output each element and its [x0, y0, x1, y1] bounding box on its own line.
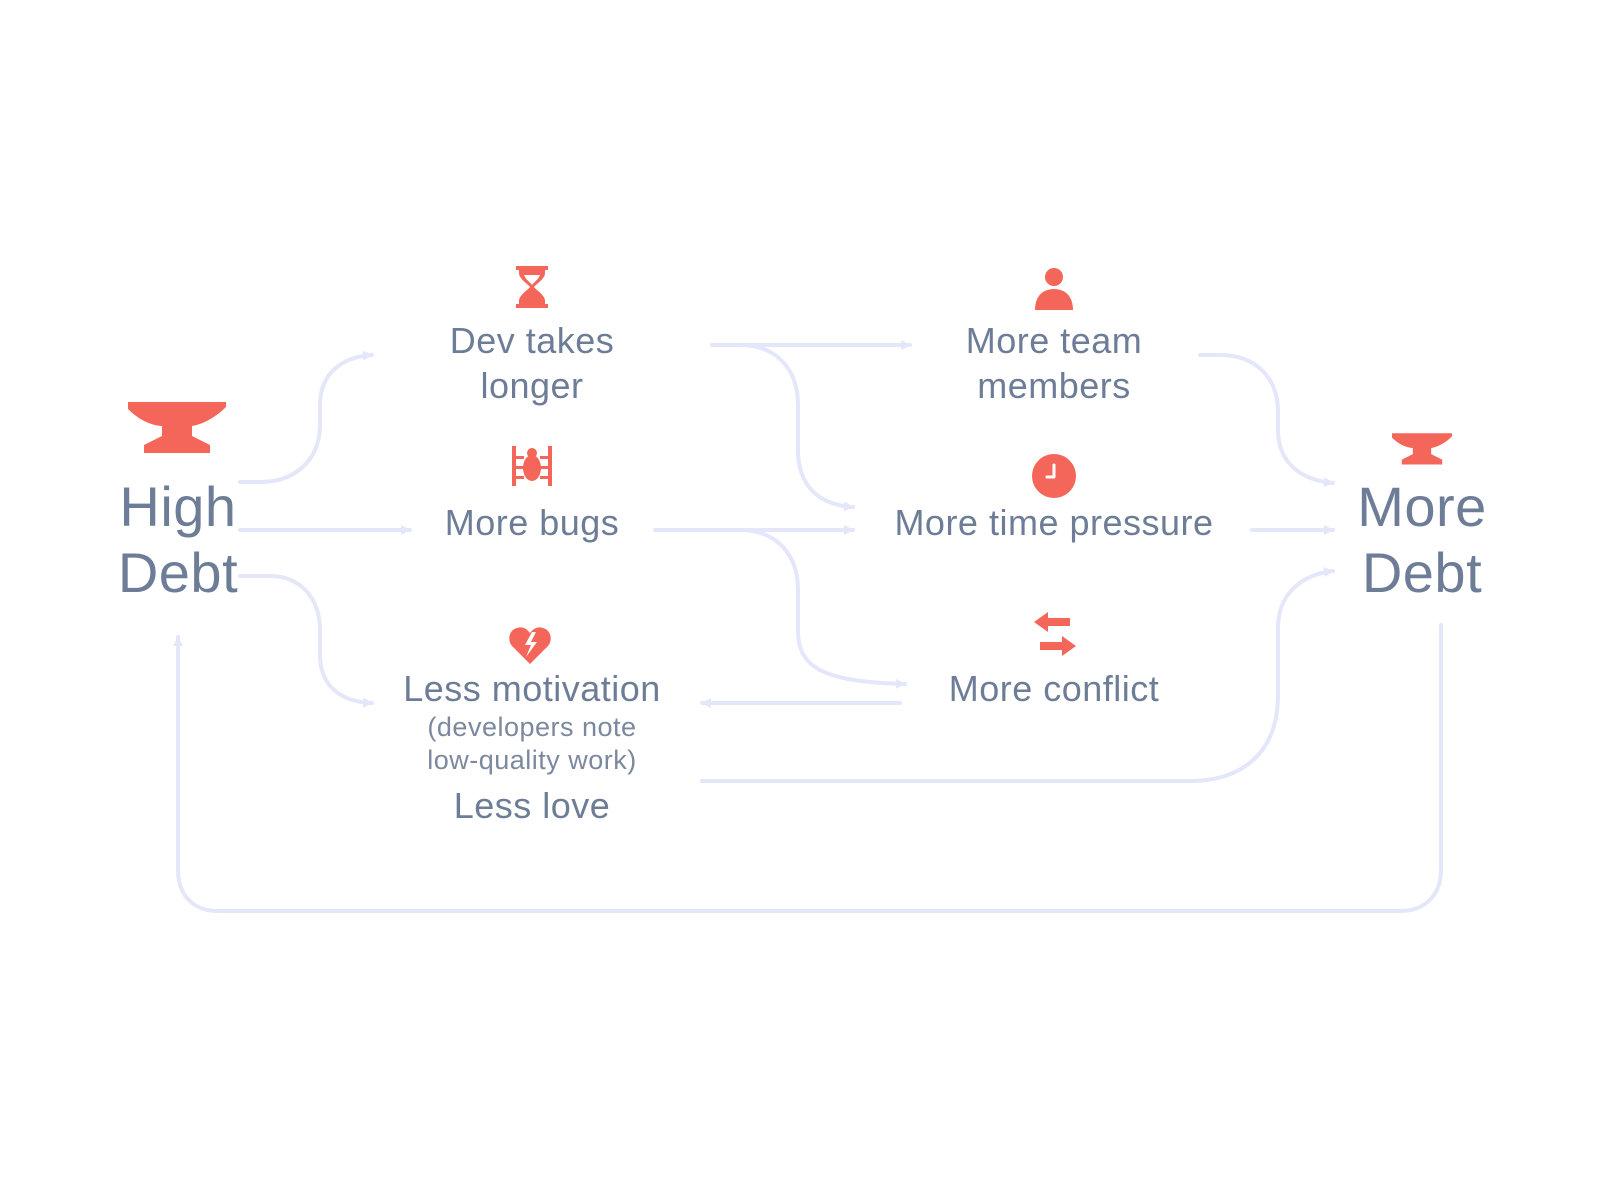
hourglass-icon — [516, 266, 548, 308]
more-debt-line2: Debt — [1361, 541, 1483, 604]
more-team-members-line1: More team — [965, 320, 1143, 361]
edge-more-bugs-to-more-conflict — [653, 528, 907, 689]
edge-high-debt-to-dev-takes-longer — [238, 350, 374, 484]
edge-less-motivation-to-more-debt — [700, 567, 1335, 783]
node-more-time-pressure: More time pressure — [864, 500, 1244, 545]
broken-heart-icon — [509, 627, 551, 664]
dev-takes-longer-line1: Dev takes — [449, 320, 615, 361]
dev-takes-longer-line2: longer — [480, 365, 584, 406]
high-debt-line2: Debt — [117, 541, 239, 604]
more-time-pressure-label: More time pressure — [894, 502, 1214, 543]
node-dev-takes-longer: Dev takes longer — [382, 318, 682, 408]
less-motivation-note-line1: (developers note — [427, 712, 637, 742]
less-love-label: Less love — [453, 785, 611, 826]
person-icon — [1035, 268, 1073, 310]
node-more-conflict: More conflict — [894, 666, 1214, 711]
more-debt-line1: More — [1357, 475, 1487, 538]
node-more-bugs: More bugs — [382, 500, 682, 545]
more-team-members-line2: members — [977, 365, 1131, 406]
edge-more-team-members-to-more-debt — [1198, 353, 1335, 488]
high-debt-line1: High — [119, 475, 237, 538]
node-more-team-members: More team members — [894, 318, 1214, 408]
edge-more-debt-to-high-debt — [173, 623, 1443, 913]
edge-dev-takes-longer-to-more-time-pressure — [710, 343, 855, 512]
more-conflict-label: More conflict — [948, 668, 1160, 709]
less-motivation-note-line2: low-quality work) — [427, 745, 637, 775]
bug-icon — [512, 446, 552, 486]
node-more-debt: More Debt — [1322, 474, 1522, 606]
less-motivation-label: Less motivation — [403, 668, 661, 709]
anvil-icon — [1392, 433, 1452, 465]
node-high-debt: High Debt — [88, 474, 268, 606]
more-bugs-label: More bugs — [444, 502, 620, 543]
swap-arrows-icon — [1034, 612, 1076, 656]
anvil-icon — [128, 402, 226, 453]
node-less-motivation: Less motivation (developers note low-qua… — [367, 666, 697, 828]
edge-high-debt-to-less-motivation — [238, 574, 374, 708]
clock-icon — [1032, 454, 1076, 498]
